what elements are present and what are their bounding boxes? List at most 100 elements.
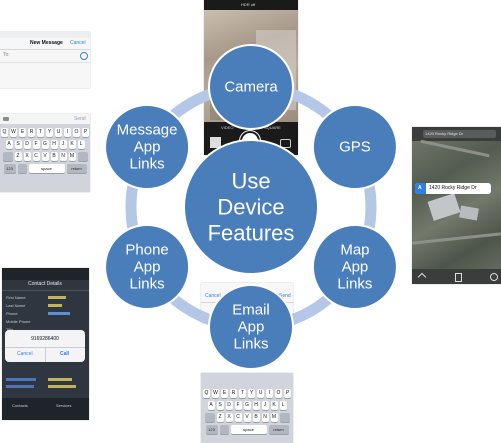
key-j[interactable]: J xyxy=(59,140,67,149)
key-v[interactable]: V xyxy=(41,152,49,161)
key-z[interactable]: Z xyxy=(216,413,224,422)
info-icon[interactable] xyxy=(490,273,498,281)
flip-camera-icon[interactable] xyxy=(280,139,291,148)
call-dialog-number: 9169286400 xyxy=(31,336,59,342)
pin-badge-letter: A xyxy=(418,185,422,191)
key-o[interactable]: O xyxy=(73,128,80,137)
key-l[interactable]: L xyxy=(279,401,287,410)
key-p[interactable]: P xyxy=(284,389,291,398)
label-line: Use xyxy=(231,169,270,194)
key-x[interactable]: X xyxy=(225,413,233,422)
key-i[interactable]: I xyxy=(266,389,273,398)
contact-field-phone: Phone xyxy=(6,311,18,316)
key-w[interactable]: W xyxy=(212,389,219,398)
camera-mode-square[interactable]: SQUARE xyxy=(264,125,281,130)
key-y[interactable]: Y xyxy=(46,128,53,137)
key-x[interactable]: X xyxy=(23,152,31,161)
key-b[interactable]: B xyxy=(50,152,58,161)
map-satellite-view[interactable] xyxy=(412,139,501,269)
key-g[interactable]: G xyxy=(243,401,251,410)
key-f[interactable]: F xyxy=(32,140,40,149)
map-screenshot: 1420 Rocky Ridge Dr A 1420 Rocky Ridge D… xyxy=(412,127,501,284)
label-line: App xyxy=(342,259,369,276)
label-line: App xyxy=(134,259,161,276)
shift-key[interactable] xyxy=(204,413,215,422)
space-key[interactable]: space xyxy=(230,425,267,434)
key-r[interactable]: R xyxy=(230,389,237,398)
contact-field-first-name: First Name xyxy=(6,295,26,300)
key-z[interactable]: Z xyxy=(14,152,22,161)
call-dialog-cancel-button[interactable]: Cancel xyxy=(17,351,33,357)
key-e[interactable]: E xyxy=(19,128,26,137)
key-m[interactable]: M xyxy=(68,152,76,161)
feature-node-camera: Camera xyxy=(208,44,294,130)
key-u[interactable]: U xyxy=(55,128,62,137)
key-n[interactable]: N xyxy=(261,413,269,422)
key-h[interactable]: H xyxy=(50,140,58,149)
key-n[interactable]: N xyxy=(59,152,67,161)
space-key[interactable]: space xyxy=(28,164,65,173)
backspace-key[interactable] xyxy=(77,152,88,161)
key-r[interactable]: R xyxy=(28,128,35,137)
key-q[interactable]: Q xyxy=(1,128,8,137)
key-p[interactable]: P xyxy=(82,128,89,137)
number-key[interactable]: 123 xyxy=(205,425,218,434)
map-pin-callout[interactable]: A 1420 Rocky Ridge Dr xyxy=(415,183,491,194)
key-s[interactable]: S xyxy=(14,140,22,149)
camera-thumbnail[interactable] xyxy=(210,137,221,148)
return-key[interactable]: return xyxy=(268,425,289,434)
key-m[interactable]: M xyxy=(270,413,278,422)
key-v[interactable]: V xyxy=(243,413,251,422)
backspace-key[interactable] xyxy=(279,413,290,422)
key-l[interactable]: L xyxy=(77,140,85,149)
key-j[interactable]: J xyxy=(261,401,269,410)
number-key[interactable]: 123 xyxy=(3,164,16,173)
feature-label: GPS xyxy=(339,139,371,156)
map-search-bar[interactable] xyxy=(423,130,496,138)
key-b[interactable]: B xyxy=(252,413,260,422)
key-o[interactable]: O xyxy=(275,389,282,398)
key-u[interactable]: U xyxy=(257,389,264,398)
email-cancel-label: Cancel xyxy=(205,293,221,299)
key-k[interactable]: K xyxy=(270,401,278,410)
label-line: Features xyxy=(208,221,295,246)
key-g[interactable]: G xyxy=(41,140,49,149)
key-t[interactable]: T xyxy=(37,128,44,137)
label-line: Camera xyxy=(224,79,278,96)
shift-key[interactable] xyxy=(2,152,13,161)
key-a[interactable]: A xyxy=(5,140,13,149)
key-c[interactable]: C xyxy=(234,413,242,422)
contact-field-mobile-phone: Mobile Phone xyxy=(6,319,31,324)
key-d[interactable]: D xyxy=(23,140,31,149)
key-a[interactable]: A xyxy=(207,401,215,410)
key-e[interactable]: E xyxy=(221,389,228,398)
globe-key[interactable] xyxy=(219,425,229,434)
label-line: Phone xyxy=(125,242,168,259)
key-c[interactable]: C xyxy=(32,152,40,161)
call-dialog-call-button[interactable]: Call xyxy=(60,351,70,357)
return-key[interactable]: return xyxy=(66,164,87,173)
services-tab-button[interactable]: Services xyxy=(56,403,72,408)
feature-circle xyxy=(104,224,191,310)
key-w[interactable]: W xyxy=(10,128,17,137)
key-h[interactable]: H xyxy=(252,401,260,410)
key-k[interactable]: K xyxy=(68,140,76,149)
share-icon[interactable] xyxy=(455,273,462,282)
key-y[interactable]: Y xyxy=(248,389,255,398)
label-line: Links xyxy=(130,276,165,293)
contacts-tab-button[interactable]: Contacts xyxy=(12,403,28,408)
key-f[interactable]: F xyxy=(234,401,242,410)
key-i[interactable]: I xyxy=(64,128,71,137)
camera-mode-video[interactable]: VIDEO xyxy=(221,125,234,130)
globe-key[interactable] xyxy=(17,164,27,173)
label-line: Links xyxy=(337,276,372,293)
key-t[interactable]: T xyxy=(239,389,246,398)
key-q[interactable]: Q xyxy=(203,389,210,398)
key-s[interactable]: S xyxy=(216,401,224,410)
key-d[interactable]: D xyxy=(225,401,233,410)
